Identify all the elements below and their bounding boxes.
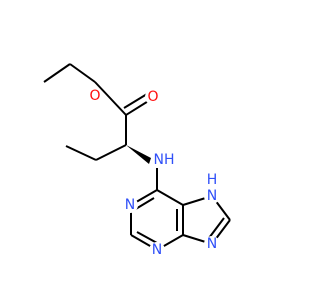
carbonyl-oxygen-label: O [147,89,158,105]
ring-n9: N [204,236,220,252]
bond-carbonyl-double-1 [125,99,151,116]
ring-n7h: N H [204,172,220,204]
ester-oxygen-label: O [89,88,100,104]
bond-o-carbonyl-c [94,81,127,116]
ring-n7-hydrogen-label: H [207,172,218,188]
molecule-structure: O O NH N N N N H [43,63,231,258]
ring-n3: N [149,242,165,258]
bond-ch3-ch2-ethyl [43,63,71,83]
carbonyl-oxygen: O [145,89,161,105]
bond-c8-n9-double [208,217,225,239]
bond-alpha-ch2 [95,144,127,161]
ring-n9-label: N [207,236,217,252]
ring-n1-label: N [125,197,135,213]
amine-nitrogen: NH [151,151,179,168]
bond-carbonyl-double-2 [123,93,148,109]
ring-n7-label: N [207,188,217,204]
bond-ch2-o-ethyl [69,63,96,83]
bonds [43,63,231,251]
ring-n3-label: N [152,242,162,258]
ring-n1: N [122,197,138,213]
bond-c5-c6 [156,189,184,206]
ester-oxygen: O [87,88,103,104]
atom-labels: O O NH N N N N H [87,88,220,258]
stereo-wedge-bond [126,145,151,164]
bond-ch2-ch3-butyl [65,145,97,161]
amine-nh-label: NH [154,152,175,168]
bond-c2-n3-double [136,231,158,244]
